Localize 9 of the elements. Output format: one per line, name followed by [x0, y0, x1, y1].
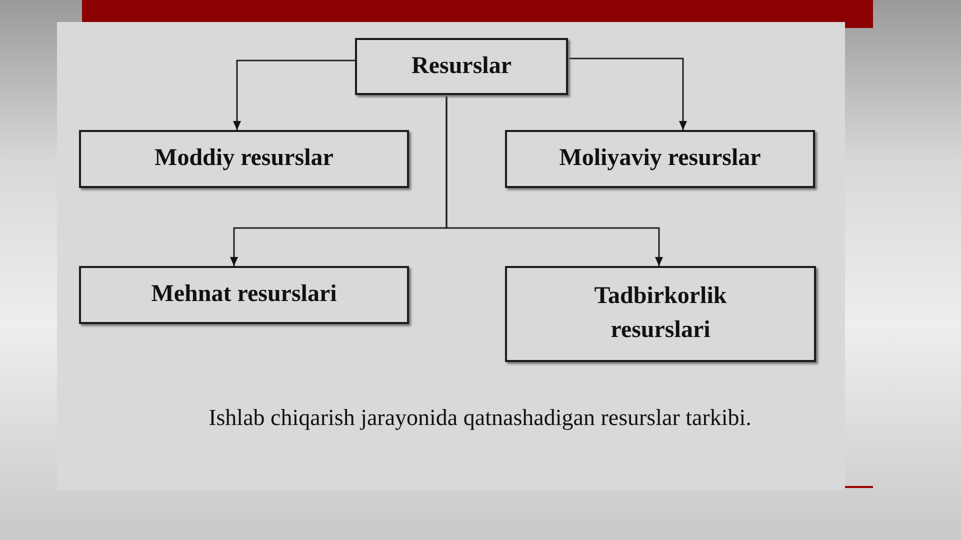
connector-arrow [568, 58, 687, 130]
resource-box: Tadbirkorlik resurslari [505, 266, 816, 362]
resource-box: Moliyaviy resurslar [505, 130, 815, 188]
caption: Ishlab chiqarish jarayonida qatnashadigan resurslar tarkibi. [208, 404, 752, 432]
connector-arrow [233, 60, 355, 130]
resource-box: Resurslar [355, 38, 568, 95]
connector-arrow [446, 95, 663, 266]
resource-box: Moddiy resurslar [79, 130, 409, 188]
resource-box: Mehnat resurslari [79, 266, 409, 324]
